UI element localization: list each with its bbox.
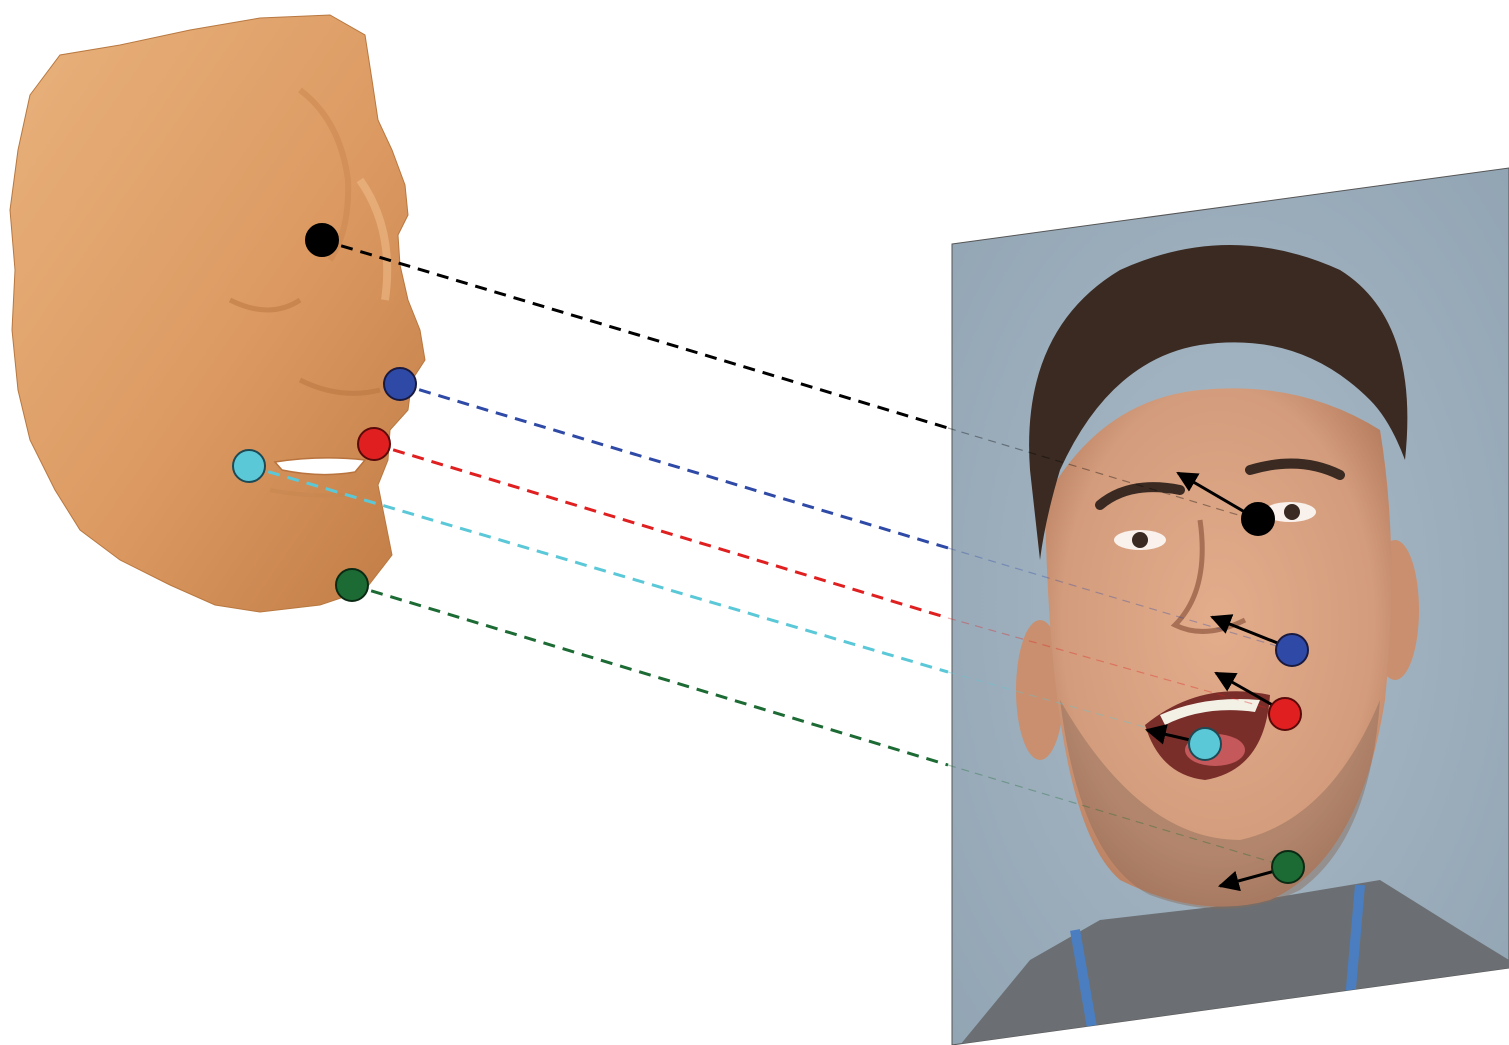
photo-landmark-mouth-left-corner: [1189, 728, 1221, 760]
projection-line-mouth-right-corner: [374, 444, 948, 618]
mesh-landmark-mouth-right-corner-upper: [384, 368, 416, 400]
photo-landmark-mouth-right-corner: [1269, 698, 1301, 730]
projection-line-chin: [352, 585, 948, 765]
3d-face-mesh: [10, 15, 425, 612]
photo-landmark-nose-bridge: [1242, 503, 1274, 535]
photo-landmark-chin: [1272, 851, 1304, 883]
3d-face-mesh-icon: [10, 15, 425, 612]
mesh-landmark-nose-bridge: [306, 224, 338, 256]
projection-line-mouth-right-corner-upper: [400, 384, 948, 548]
mesh-landmark-mouth-right-corner: [358, 428, 390, 460]
photo-landmark-mouth-right-corner-upper: [1276, 634, 1308, 666]
mesh-landmark-mouth-left-corner: [233, 450, 265, 482]
mesh-landmark-chin: [336, 569, 368, 601]
face-photo: [952, 168, 1509, 1045]
